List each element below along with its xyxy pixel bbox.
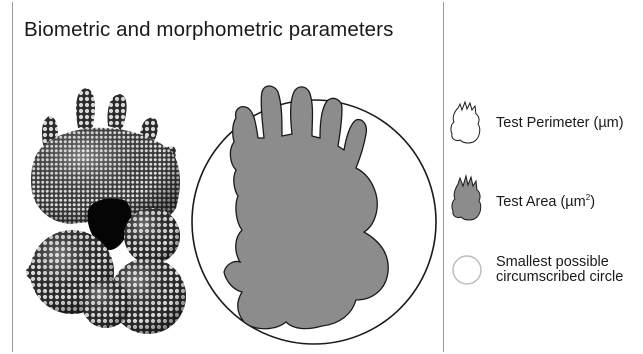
filled-shape-icon: [452, 176, 481, 220]
legend-label-circle: Smallest possible circumscribed circle: [496, 255, 623, 285]
circumscribed-circle-diagram: [192, 86, 436, 344]
legend-label-circle-line1: Smallest possible: [496, 255, 623, 270]
legend-label-area-end: ): [590, 194, 595, 210]
test-area-silhouette: [224, 86, 388, 329]
legend-label-area-main: Test Area (µm: [496, 194, 586, 210]
legend-label-perimeter: Test Perimeter (µm): [496, 116, 624, 131]
specimen-image: [26, 88, 186, 334]
legend-label-area: Test Area (µm2): [496, 190, 595, 210]
outline-shape-icon: [451, 102, 480, 143]
circle-outline-icon: [453, 256, 481, 284]
legend-label-circle-line2: circumscribed circle: [496, 270, 623, 285]
